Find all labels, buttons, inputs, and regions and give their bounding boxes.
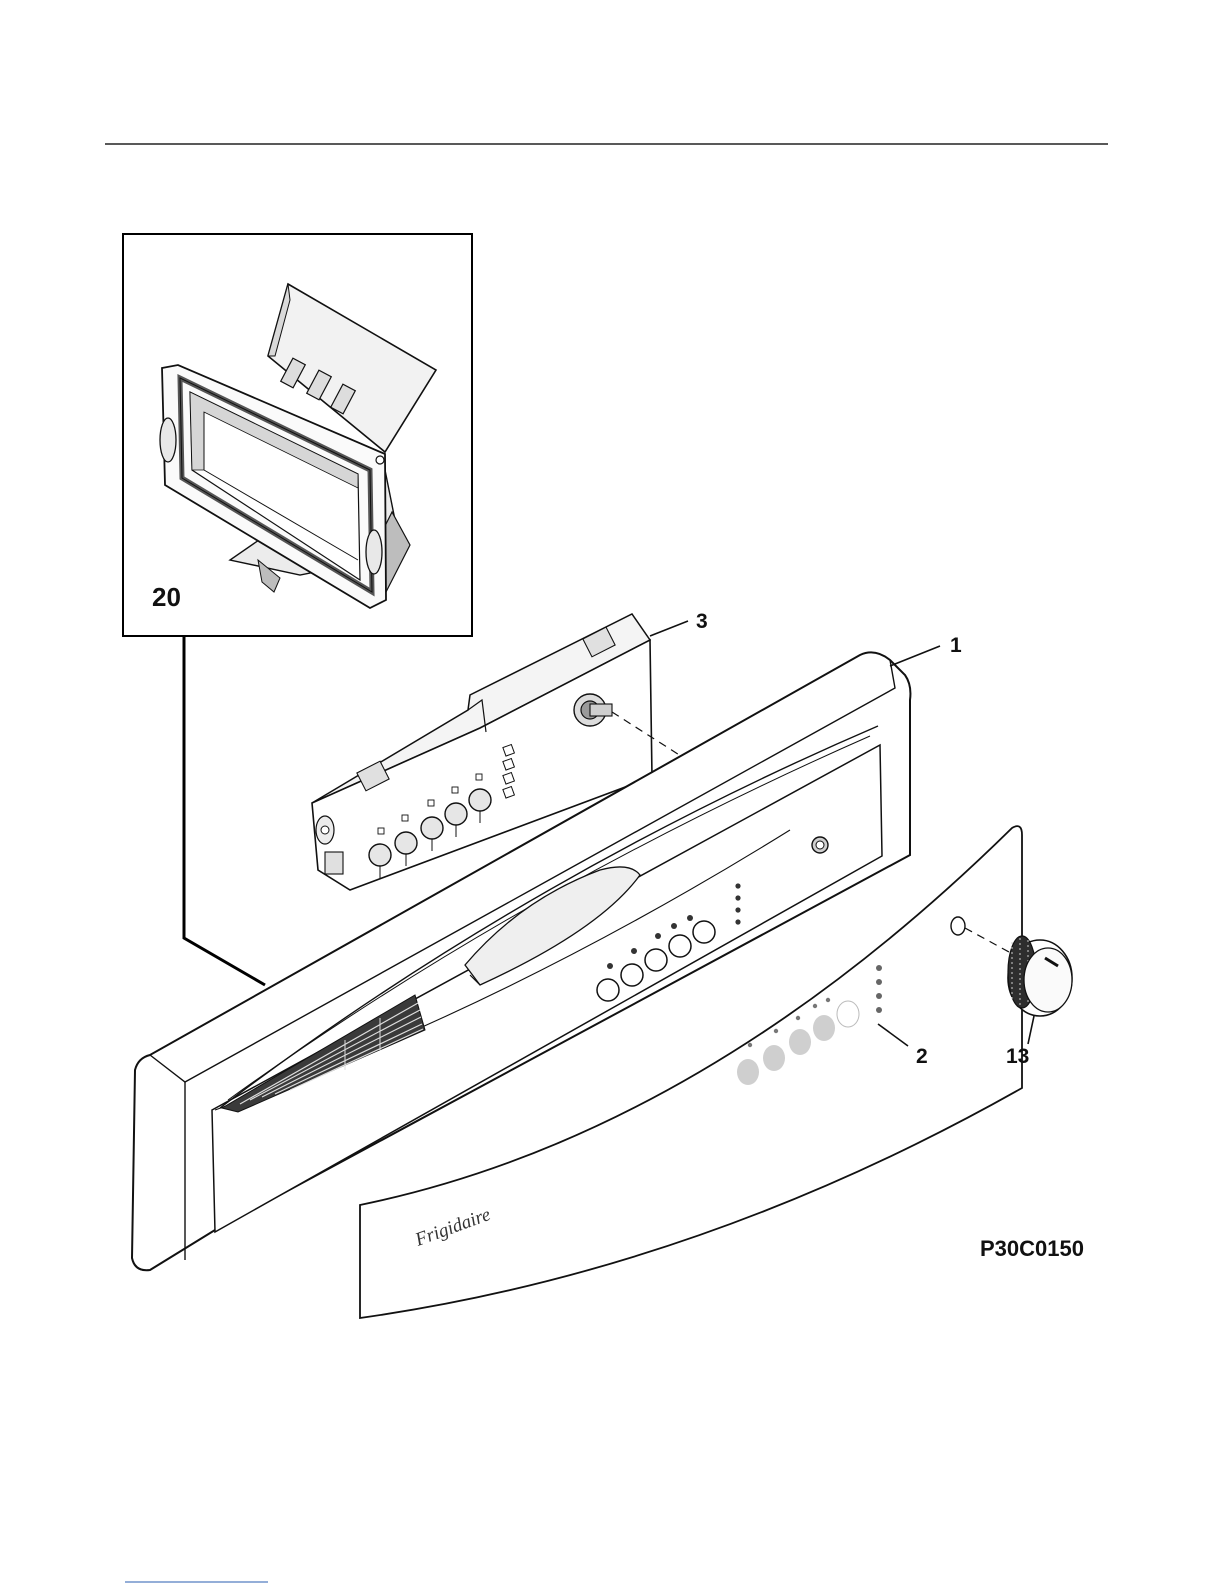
leader-1 xyxy=(890,646,940,666)
leader-3 xyxy=(650,621,688,636)
callout-20: 20 xyxy=(152,582,181,612)
knob-drawing xyxy=(1008,936,1072,1016)
callout-13: 13 xyxy=(1006,1045,1029,1068)
callout-2: 2 xyxy=(916,1045,928,1068)
inset-box: 20 xyxy=(123,234,472,636)
inset-leader xyxy=(184,636,265,985)
drawing-code: P30C0150 xyxy=(980,1236,1084,1261)
leader-13 xyxy=(1028,1016,1034,1044)
callout-1: 1 xyxy=(950,634,962,657)
callout-3: 3 xyxy=(696,610,708,633)
